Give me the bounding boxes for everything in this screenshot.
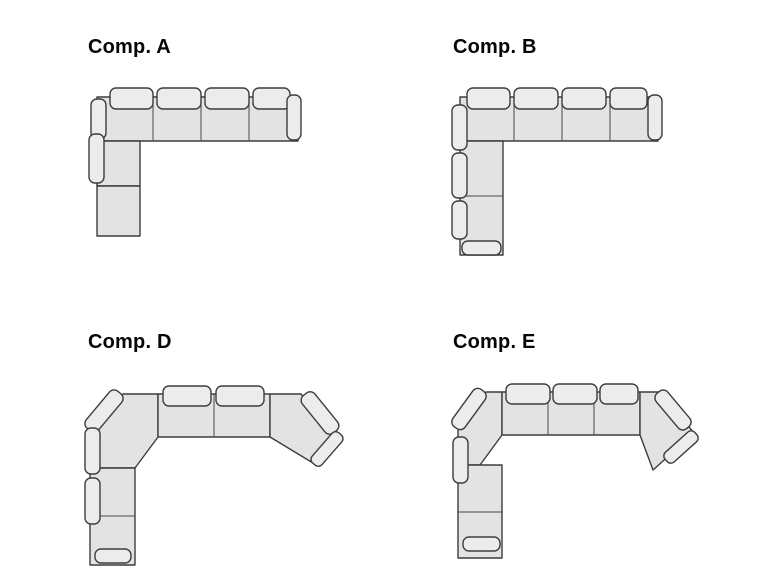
- sofa-body-chaise: [96, 185, 141, 237]
- comp-e-diagram: [451, 383, 699, 559]
- back-cushion: [561, 87, 607, 110]
- back-cushion: [215, 385, 265, 407]
- back-cushion: [466, 87, 511, 110]
- arm-cushion: [286, 94, 302, 141]
- side-cushion: [451, 104, 468, 151]
- side-cushion: [84, 427, 101, 475]
- comp-b-label: Comp. B: [453, 36, 537, 58]
- side-cushion: [451, 200, 468, 240]
- back-cushion: [552, 383, 598, 405]
- comp-d-label: Comp. D: [88, 331, 172, 353]
- angled-back-cushion: [654, 389, 692, 431]
- arm-cushion: [94, 548, 132, 564]
- arm-cushion: [462, 536, 501, 552]
- angled-arm-cushion: [310, 430, 344, 468]
- comp-d-diagram: [84, 385, 344, 566]
- comp-a-label: Comp. A: [88, 36, 171, 58]
- back-cushion: [252, 87, 291, 110]
- side-cushion: [88, 133, 105, 184]
- back-cushion: [162, 385, 212, 407]
- comp-a-diagram: [88, 87, 302, 237]
- back-cushion: [599, 383, 639, 405]
- back-cushion: [204, 87, 250, 110]
- comp-e-label: Comp. E: [453, 331, 536, 353]
- back-cushion: [513, 87, 559, 110]
- back-cushion: [505, 383, 551, 405]
- back-cushion: [109, 87, 154, 110]
- side-cushion: [452, 436, 469, 484]
- angled-arm-cushion: [663, 430, 699, 464]
- back-cushion: [609, 87, 648, 110]
- back-cushion: [156, 87, 202, 110]
- corner-back-cushion: [90, 98, 107, 140]
- side-cushion: [84, 477, 101, 525]
- arm-cushion: [461, 240, 502, 256]
- arm-cushion: [647, 94, 663, 141]
- comp-b-diagram: [451, 87, 663, 256]
- side-cushion: [451, 152, 468, 199]
- angled-back-cushion: [451, 387, 487, 431]
